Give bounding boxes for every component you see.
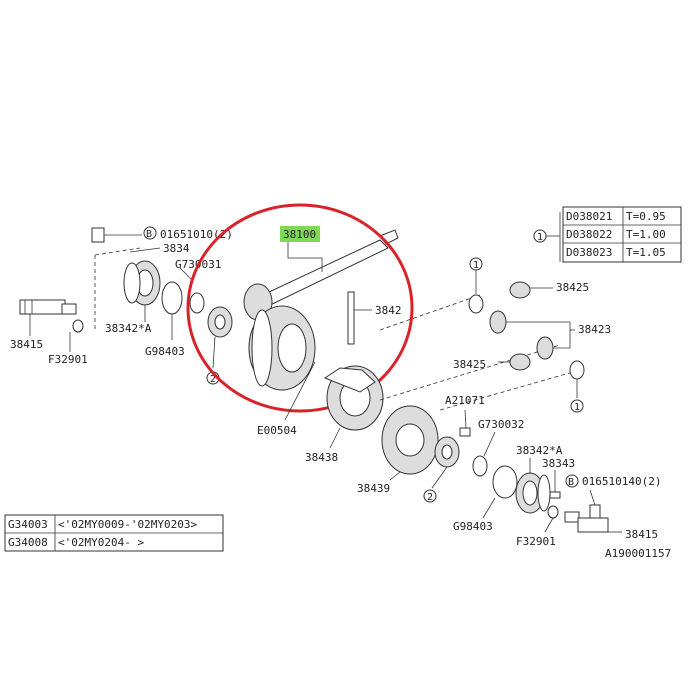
callout-38342a-right: 38342*A (516, 444, 563, 457)
axle-left (19, 299, 77, 315)
callout-38415-left: 38415 (10, 338, 43, 351)
guide-line-left (94, 247, 141, 330)
model-row-2-range: <'02MY0204- > (58, 536, 144, 549)
bolt-marker-left: B (146, 229, 152, 240)
callout-a21071: A21071 (445, 394, 485, 407)
callout-f32901-right: F32901 (516, 535, 556, 548)
callout-f32901-left: F32901 (48, 353, 88, 366)
callout-38343-right: 38343 (542, 457, 575, 470)
callout-e00504: E00504 (257, 424, 297, 437)
callout-38100: 38100 (283, 228, 316, 241)
callout-g98403-right: G98403 (453, 520, 493, 533)
part-number-highlight (280, 226, 320, 242)
pinion-gear-right (536, 336, 554, 360)
callout-38425-top: 38425 (556, 281, 589, 294)
callout-g730032: G730032 (478, 418, 524, 431)
bolt-marker-right: B (568, 477, 574, 488)
callout-bolt-right-code: 016510140(2) (582, 475, 661, 488)
bearing-left (123, 260, 161, 306)
diff-case (323, 365, 384, 431)
figure-id: A190001157 (605, 547, 671, 560)
side-gear-top (509, 281, 531, 299)
shim-row-2-value: T=1.00 (626, 228, 666, 241)
ring-gear (248, 305, 316, 391)
callout-38423: 38423 (578, 323, 611, 336)
callout-3842: 3842 (375, 304, 402, 317)
guide-lines-right (379, 294, 581, 411)
callout-g98403-left: G98403 (145, 345, 185, 358)
diff-carrier (381, 405, 439, 475)
model-row-1-part: G34003 (8, 518, 48, 531)
highlight-circle (186, 203, 414, 413)
model-row-1-range: <'02MY0009-'02MY0203> (58, 518, 197, 531)
circle-2-left: 2 (210, 374, 216, 385)
pinion-shaft-pin (347, 291, 355, 345)
shim-row-3-value: T=1.05 (626, 246, 666, 259)
axle-right (564, 511, 609, 533)
pinion-gear-left (489, 310, 507, 334)
side-gear-bottom (509, 353, 531, 371)
shim-table-marker: 1 (537, 232, 543, 243)
callout-bolt-left-code: 01651010(2) (160, 228, 233, 241)
callout-38438: 38438 (305, 451, 338, 464)
bearing-right (515, 472, 551, 514)
model-row-2-part: G34008 (8, 536, 48, 549)
circle-1-bottom: 1 (574, 402, 580, 413)
shim-table: 1 D038021 T=0.95 D038022 T=1.00 D038023 … (533, 206, 682, 263)
washer-bottom (569, 360, 585, 380)
bolt-left: B 01651010(2) (91, 226, 233, 243)
shim-row-1-part: D038021 (566, 210, 612, 223)
circle-2-right: 2 (427, 492, 433, 503)
model-table: G34003 <'02MY0009-'02MY0203> G34008 <'02… (4, 514, 224, 552)
shim-row-2-part: D038022 (566, 228, 612, 241)
callout-38342a-left: 38342*A (105, 322, 152, 335)
bolt-right: B 016510140(2) (565, 474, 661, 520)
callout-38439: 38439 (357, 482, 390, 495)
callout-38425-mid: 38425 (453, 358, 486, 371)
shim-row-1-value: T=0.95 (626, 210, 666, 223)
callout-38415-right: 38415 (625, 528, 658, 541)
washer-top (468, 294, 484, 314)
shim-row-3-part: D038023 (566, 246, 612, 259)
callout-38343-left: 3834 (163, 242, 190, 255)
circle-1-top: 1 (473, 260, 479, 271)
